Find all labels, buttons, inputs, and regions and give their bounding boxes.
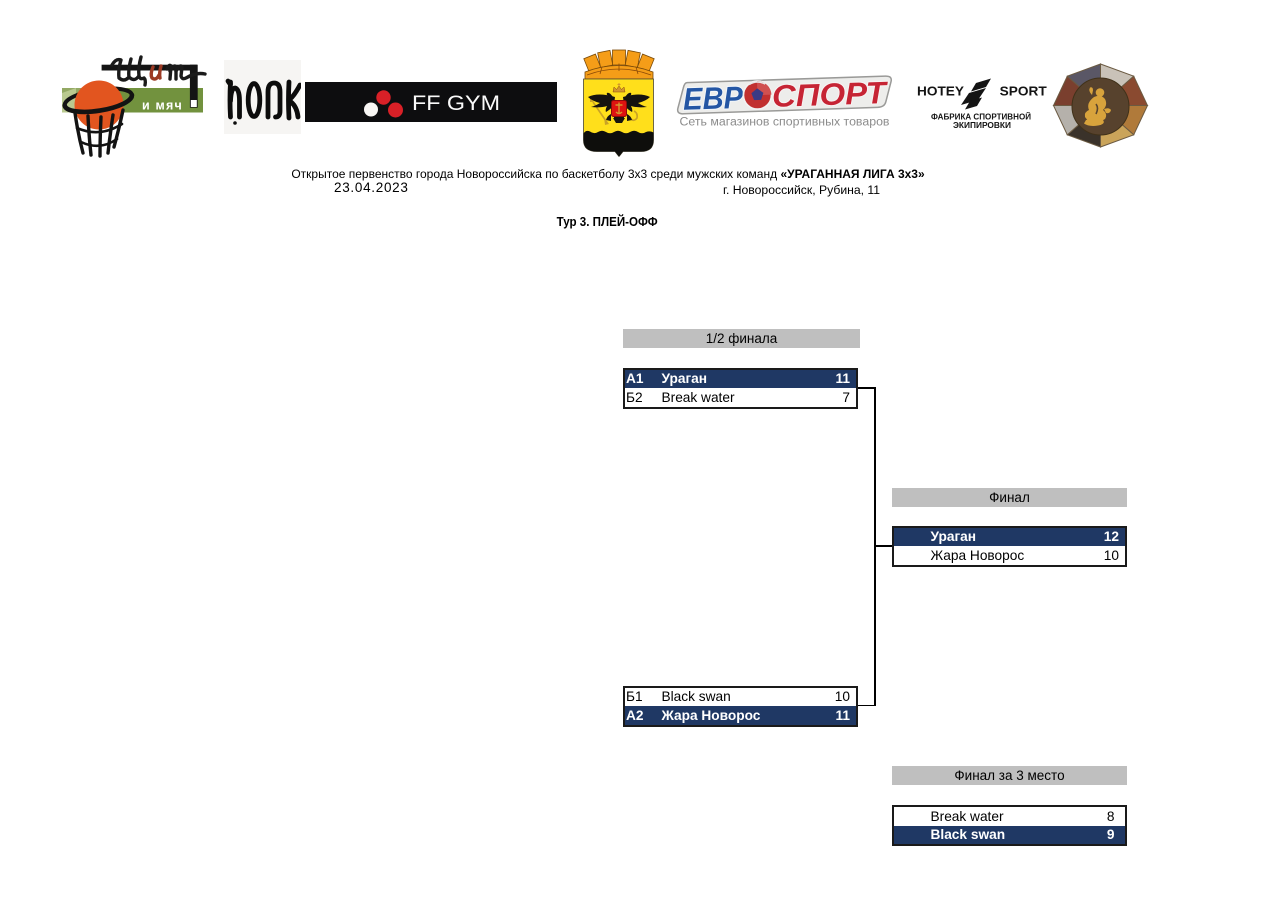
svg-text:и мяч: и мяч [142, 99, 183, 113]
svg-text:FF GYM: FF GYM [412, 92, 500, 115]
svg-text:ЭКИПИРОВКИ: ЭКИПИРОВКИ [953, 121, 1011, 130]
svg-text:HOTEY: HOTEY [917, 84, 964, 99]
svg-text:SPORT: SPORT [1000, 84, 1047, 99]
svg-text:ФАБРИКА СПОРТИВНОЙ: ФАБРИКА СПОРТИВНОЙ [931, 113, 1031, 122]
svg-text:ЕВР: ЕВР [682, 80, 743, 117]
svg-text:Сеть магазинов спортивных това: Сеть магазинов спортивных товаров [680, 117, 890, 129]
svg-text:СПОРТ: СПОРТ [771, 75, 889, 114]
